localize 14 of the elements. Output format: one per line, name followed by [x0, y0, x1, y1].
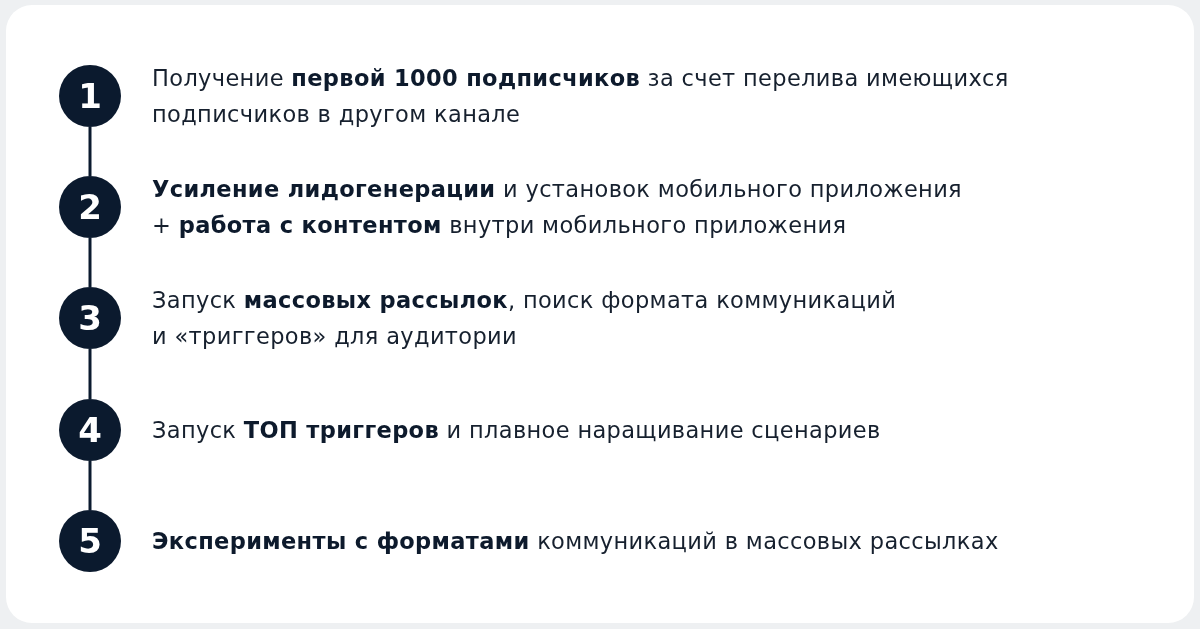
step-number: 3 — [59, 287, 121, 349]
step-number: 1 — [59, 65, 121, 127]
step-number: 2 — [59, 176, 121, 238]
step-description: Усиление лидогенерации и установок мобильного приложения + работа с контентом внутри мобильного приложения — [152, 175, 963, 240]
step-description: Эксперименты с форматами коммуникаций в массовых рассылках — [152, 527, 999, 556]
step-description: Запуск массовых рассылок, поиск формата коммуникаций и «триггеров» для аудитории — [152, 286, 898, 351]
connector-line — [88, 461, 92, 510]
step-number: 4 — [59, 399, 121, 461]
step-description: Получение первой 1000 подписчиков за счет перелива имеющихся подписчиков в другом канале — [152, 64, 1010, 129]
connector-line — [88, 349, 92, 399]
step-number: 5 — [59, 510, 121, 572]
step-description: Запуск ТОП триггеров и плавное наращивание сценариев — [152, 416, 881, 445]
connector-line — [88, 127, 92, 176]
connector-line — [88, 238, 92, 287]
